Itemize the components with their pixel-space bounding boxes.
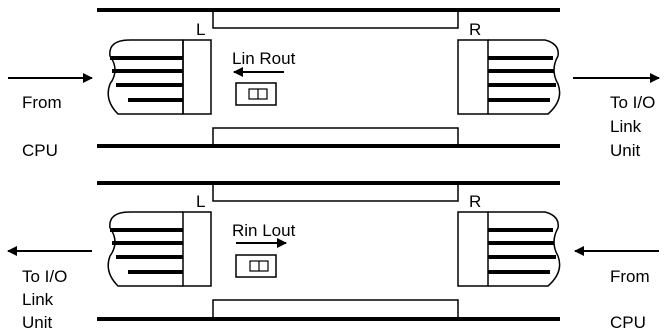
top-panel-right-text-line-1: To I/O xyxy=(610,93,655,112)
top-panel-left-text-line-1: From xyxy=(22,93,62,112)
top-panel-right-connector-label: R xyxy=(469,20,481,39)
bottom-panel-left-connector-label: L xyxy=(196,192,205,211)
bottom-panel-left-text-line-1: To I/O xyxy=(22,267,67,286)
top-panel-left-connector-label: L xyxy=(196,20,205,39)
bottom-panel-left-text-line-2: Link xyxy=(22,290,54,309)
top-panel-left-connector xyxy=(107,39,212,115)
bottom-panel-switch-caption: Rin Lout xyxy=(232,221,296,240)
top-panel-upper-plate xyxy=(212,9,459,29)
bottom-panel-left-connector xyxy=(107,211,212,287)
bottom-panel-lower-plate xyxy=(212,299,459,320)
top-panel-lower-plate xyxy=(212,127,459,147)
top-panel-dip-switch xyxy=(235,82,277,106)
top-panel: L R Lin Rout xyxy=(8,8,660,160)
bottom-panel-right-text-line-2: CPU xyxy=(610,313,646,331)
bottom-panel: L R Rin Lout To I/O xyxy=(7,181,659,331)
bottom-panel-right-text-line-1: From xyxy=(610,267,650,286)
top-panel-switch-caption: Lin Rout xyxy=(232,49,296,68)
top-panel-right-connector xyxy=(457,39,561,115)
top-panel-left-text-line-2: CPU xyxy=(22,141,58,160)
top-panel-right-text-line-2: Link xyxy=(610,117,642,136)
bottom-panel-right-connector xyxy=(457,211,561,287)
top-panel-right-text-line-3: Unit xyxy=(610,141,641,160)
bottom-panel-left-text-line-3: Unit xyxy=(22,313,53,331)
bottom-panel-upper-plate xyxy=(212,182,459,202)
bottom-panel-right-connector-label: R xyxy=(469,192,481,211)
bottom-panel-dip-switch xyxy=(235,254,277,278)
